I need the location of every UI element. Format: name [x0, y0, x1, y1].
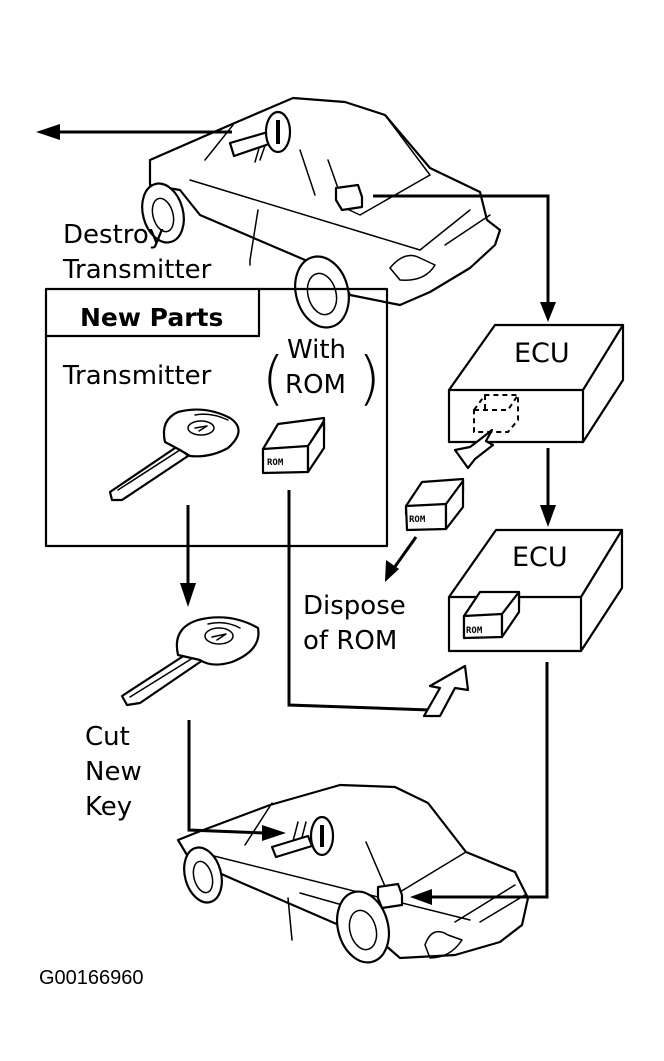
ecu-old-label: ECU: [514, 338, 570, 369]
ecu-to-car-line: [430, 662, 549, 899]
removed-rom-chip: ROM: [404, 477, 465, 532]
ecu-to-car-arrow: [410, 889, 432, 905]
rom-removal-arrow: [453, 428, 495, 470]
ecu-old-body: [447, 323, 625, 444]
ecu-new-label: ECU: [512, 542, 568, 573]
key-to-cut-arrow: [180, 583, 196, 607]
car-top-front-hub: [306, 272, 338, 316]
car-top-headlight: [389, 254, 436, 281]
removed-rom-text: ROM: [409, 515, 426, 525]
dispose-arrow-line: [392, 536, 418, 569]
cut-key-head: [175, 616, 260, 666]
car-bottom-ecu-box: [376, 882, 404, 910]
destroy-label-line2: Transmitter: [62, 255, 212, 285]
car-bottom: [176, 783, 530, 964]
cut-label-line1: Cut: [85, 722, 130, 752]
car-top-body: [148, 96, 502, 307]
car-top-door-edge: [299, 149, 316, 196]
dispose-arrow-head: [385, 560, 399, 582]
car-bottom-hood-lines: [454, 884, 526, 923]
cut-label-line2: New: [85, 757, 142, 787]
transmitter-key-icon: [108, 408, 240, 502]
car-bottom-belt-line: [209, 854, 471, 921]
dispose-label-line1: Dispose: [303, 591, 406, 621]
ecu-connector-arrow: [540, 302, 556, 322]
car-top-hood-lines: [419, 209, 491, 251]
car-top: [141, 96, 502, 329]
car-top-door-line: [249, 209, 259, 266]
new-parts-title: New Parts: [80, 303, 223, 332]
transmitter-key-head: [162, 408, 240, 458]
key-to-car-arrow: [262, 825, 286, 841]
ecu-old-rom-slot: [473, 394, 519, 433]
rom-install-arrow: [422, 664, 470, 718]
cut-label-line3: Key: [85, 792, 132, 822]
cut-key-blade: [120, 653, 205, 707]
key-to-car-line: [187, 720, 266, 835]
remove-arrow-head: [36, 124, 60, 140]
rom-label: ROM: [285, 370, 346, 400]
new-parts-frame: [44, 287, 389, 548]
ecu-old: ECU: [447, 323, 625, 470]
dispose-label-line2: of ROM: [303, 626, 397, 656]
new-parts-header-box: [44, 287, 261, 338]
cut-key-icon: [120, 616, 260, 707]
ecu-new: ECU ROM: [447, 528, 624, 653]
ecu-connector-line: [373, 194, 550, 312]
paren-open: (: [262, 344, 285, 412]
rom-to-ecu-line: [287, 490, 431, 712]
car-bottom-key-blade: [270, 834, 314, 859]
transmitter-key-blade: [108, 444, 190, 502]
car-bottom-door-line: [287, 897, 293, 941]
with-label: With: [287, 335, 346, 365]
rom-chip-icon: ROM: [261, 416, 326, 475]
car-top-key-slot: [276, 120, 280, 144]
figure-code: G00166960: [39, 967, 144, 989]
car-bottom-headlight: [424, 930, 463, 959]
car-top-front-wheel: [294, 255, 350, 329]
car-bottom-front-hub: [348, 909, 378, 951]
ecu-new-rom-text: ROM: [466, 626, 483, 636]
rom-chip-text: ROM: [267, 458, 284, 468]
car-bottom-front-wheel: [336, 890, 390, 964]
car-top-rear-hub: [151, 197, 175, 233]
car-top-ecu-box: [334, 183, 364, 212]
destroy-label-line1: Destroy: [63, 220, 164, 250]
new-parts-panel: New Parts Transmitter ( With ROM ) ROM: [44, 287, 389, 548]
paren-close: ): [358, 344, 381, 412]
car-bottom-rear-hub: [192, 860, 214, 894]
car-top-rear-wheel: [141, 182, 185, 244]
ecu-to-ecu-arrow: [540, 505, 556, 527]
car-bottom-pillar: [244, 802, 273, 846]
car-top-belt-line: [189, 179, 421, 251]
car-bottom-rear-wheel: [183, 846, 223, 904]
transmitter-label: Transmitter: [62, 361, 212, 391]
